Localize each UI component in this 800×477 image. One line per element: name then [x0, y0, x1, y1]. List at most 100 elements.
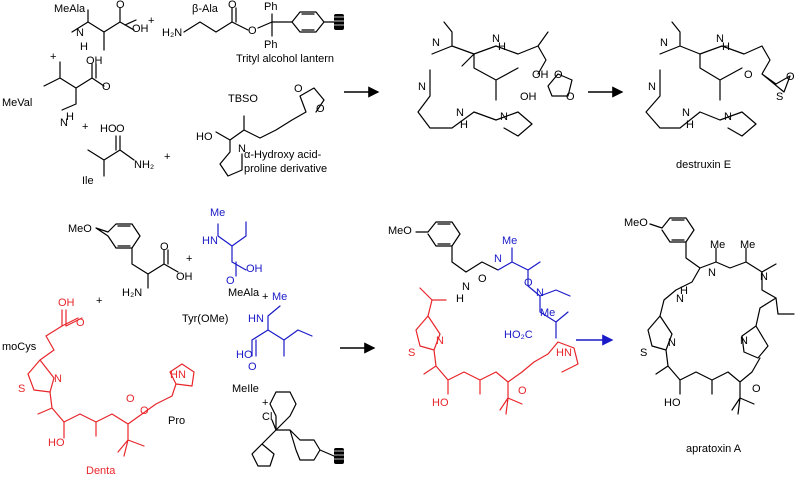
- int2-n: N: [462, 281, 470, 293]
- meala-hn: HN: [202, 235, 218, 247]
- tyr-oh: OH: [176, 271, 193, 283]
- meala-reagent-blue: Me HN O OH MeAla: [202, 207, 263, 299]
- apra-h-1: H: [680, 285, 688, 297]
- apra-s: S: [640, 347, 647, 359]
- int-dioxo-o2: O: [566, 91, 575, 103]
- apra-n-1: N: [676, 293, 684, 305]
- int-dioxo-o1: O: [554, 69, 563, 81]
- beta-ala-o-ester: O: [248, 25, 257, 37]
- red-hn: HN: [170, 369, 186, 381]
- denta-mocys-pro-fragment: moCys OH O S N HO O O HN Pro Denta: [2, 297, 195, 477]
- dioxolane-o-2: O: [316, 103, 325, 115]
- meala-label: MeAla: [54, 3, 86, 15]
- destruxin-scheme: MeAla N H OH O + β-Ala H₂N O O Ph Ph Tri…: [2, 0, 795, 187]
- meala-oh-blue: OH: [246, 263, 263, 275]
- meala-o-blue: O: [226, 275, 235, 287]
- apra-n-3: N: [760, 271, 768, 283]
- int-n-2: N: [492, 33, 500, 45]
- int-oh-2: OH: [520, 91, 537, 103]
- red-ho: HO: [48, 437, 65, 449]
- meile-label: MeIle: [232, 383, 259, 395]
- int2-me-2: Me: [540, 307, 555, 319]
- meile-o: O: [248, 361, 257, 373]
- meala-h-atom: H: [80, 41, 88, 53]
- int2-s: S: [408, 347, 415, 359]
- int2-ho2c: HO₂C: [504, 329, 533, 341]
- dx-epoxide-s: S: [776, 91, 783, 103]
- plus-5: +: [96, 295, 102, 307]
- tyr-ome-reagent: MeO H₂N O OH Tyr(OMe): [68, 223, 228, 325]
- int2-h: H: [456, 293, 464, 305]
- int-n-5: N: [418, 81, 426, 93]
- plus-1: +: [148, 15, 154, 27]
- int-n-3: N: [456, 107, 464, 119]
- tyr-label: Tyr(OMe): [182, 313, 228, 325]
- dioxolane-o-1: O: [294, 83, 303, 95]
- lantern-icon: [334, 14, 344, 30]
- apra-ho: HO: [664, 397, 681, 409]
- apra-n-2: N: [708, 267, 716, 279]
- dx-epoxide-o: O: [786, 71, 795, 83]
- dx-n-5: N: [648, 81, 656, 93]
- dx-h-3: H: [686, 119, 694, 131]
- meval-h: H: [66, 111, 74, 123]
- dx-n-2: N: [716, 33, 724, 45]
- hydroxy-ho: HO: [196, 131, 213, 143]
- trt-cl: Cl: [262, 411, 272, 423]
- meval-reagent: MeVal OH O N H: [2, 55, 111, 129]
- int2-o-red: O: [518, 385, 527, 397]
- trityl-caption: Trityl alcohol lantern: [236, 53, 334, 65]
- dx-n-3: N: [682, 107, 690, 119]
- meala-me: Me: [210, 207, 225, 219]
- red-o-ester: O: [140, 405, 149, 417]
- destruxin-e-structure: N N H O S O N H N N destruxin E: [645, 21, 795, 171]
- apra-me-1: Me: [710, 239, 725, 251]
- meile-ho: HO: [236, 349, 253, 361]
- meala-n-atom: N: [76, 27, 84, 39]
- trityl-chloride-lantern: Cl: [251, 391, 344, 467]
- dx-h-2: H: [722, 41, 730, 53]
- apratoxin-a-structure: MeO N H Me N Me N S N HO O N apratoxin A: [624, 217, 795, 455]
- apra-n-pro: N: [740, 335, 748, 347]
- pro-label: Pro: [168, 415, 185, 427]
- int-n-1: N: [432, 37, 440, 49]
- plus-8: +: [262, 397, 268, 409]
- int-n-4: N: [500, 111, 508, 123]
- tyr-o: O: [160, 241, 169, 253]
- red-o-top: O: [76, 317, 85, 329]
- plus-4: +: [164, 151, 170, 163]
- meile-hn: HN: [248, 313, 264, 325]
- meala-oh: OH: [132, 23, 149, 35]
- int2-n-blue-1: N: [494, 253, 502, 265]
- red-oh-top: OH: [58, 297, 75, 309]
- meval-o: O: [102, 81, 111, 93]
- int2-meo: MeO: [388, 225, 412, 237]
- red-o-carbonyl: O: [126, 393, 135, 405]
- red-n: N: [54, 373, 62, 385]
- apra-n-thz: N: [668, 337, 676, 349]
- meala-reagent-top: MeAla N H OH O: [54, 0, 149, 53]
- plus-6: +: [186, 253, 192, 265]
- meval-oh: OH: [86, 55, 103, 67]
- ile-ho: HO: [100, 123, 117, 135]
- int-h-2: H: [498, 41, 506, 53]
- red-s: S: [18, 383, 25, 395]
- meile-me: Me: [272, 291, 287, 303]
- beta-ala-h2n: H₂N: [162, 27, 182, 39]
- int2-ho-red: HO: [432, 397, 449, 409]
- plus-3: +: [82, 121, 88, 133]
- destruxin-caption: destruxin E: [676, 159, 731, 171]
- int-oh: OH: [532, 69, 549, 81]
- dx-n-1: N: [660, 37, 668, 49]
- apra-me-2: Me: [740, 239, 755, 251]
- hydroxy-caption-1: α-Hydroxy acid-: [244, 149, 322, 161]
- int2-n-blue-2: N: [536, 287, 544, 299]
- hydroxy-acid-proline: TBSO N HO O O α-Hydroxy acid- proline de…: [196, 83, 327, 177]
- int2-hn-red: HN: [556, 347, 572, 359]
- dx-n-4: N: [724, 111, 732, 123]
- apratoxin-precursor: MeO N H O N Me N O Me HO₂C S N HO O HN: [388, 221, 579, 415]
- apra-o-ester: O: [752, 383, 761, 395]
- lantern-icon-2: [334, 448, 344, 464]
- ile-reagent: Ile HO O NH₂: [82, 123, 154, 187]
- hydroxy-caption-2: proline derivative: [244, 163, 327, 175]
